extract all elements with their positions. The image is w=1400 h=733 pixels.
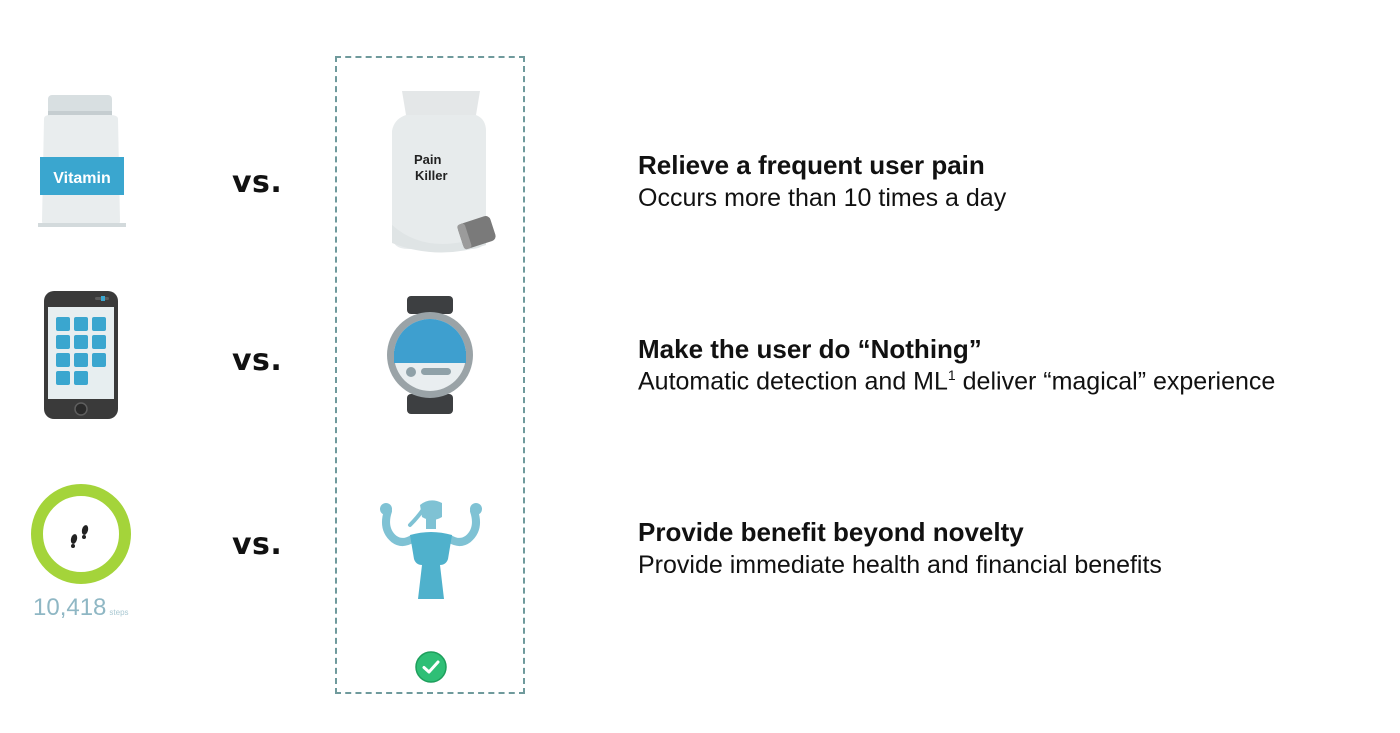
vs-label-2: vs. xyxy=(232,343,283,378)
headline-3: Provide benefit beyond novelty xyxy=(638,517,1024,547)
subline-1: Occurs more than 10 times a day xyxy=(638,184,1007,212)
pain-killer-label-line2: Killer xyxy=(415,168,448,183)
pain-killer-label-line1: Pain xyxy=(414,152,442,167)
subline-3: Provide immediate health and financial b… xyxy=(638,551,1162,579)
subline-2-part-2: deliver “magical” experience xyxy=(955,367,1276,396)
vitamin-bottle-icon xyxy=(36,95,132,229)
pain-killer-bottle-icon xyxy=(388,85,498,260)
step-count-unit: steps xyxy=(109,608,129,617)
subline-2-part-1: Automatic detection and ML xyxy=(638,367,948,396)
headline-1: Relieve a frequent user pain xyxy=(638,150,985,180)
vs-label-1: vs. xyxy=(232,165,283,200)
subline-2: Automatic detection and ML1 deliver “mag… xyxy=(638,367,1275,396)
flexing-person-icon xyxy=(372,495,490,601)
headline-2: Make the user do “Nothing” xyxy=(638,334,982,364)
smartwatch-icon xyxy=(387,296,473,414)
smartphone-icon xyxy=(43,290,119,420)
step-counter-ring-icon xyxy=(29,482,133,586)
footnote-marker: 1 xyxy=(947,367,956,383)
winner-column-box xyxy=(335,56,525,694)
vitamin-label: Vitamin xyxy=(53,170,111,187)
step-count-value: 10,418 xyxy=(33,594,107,621)
checkmark-circle-icon xyxy=(415,651,447,683)
vs-label-3: vs. xyxy=(232,527,283,562)
